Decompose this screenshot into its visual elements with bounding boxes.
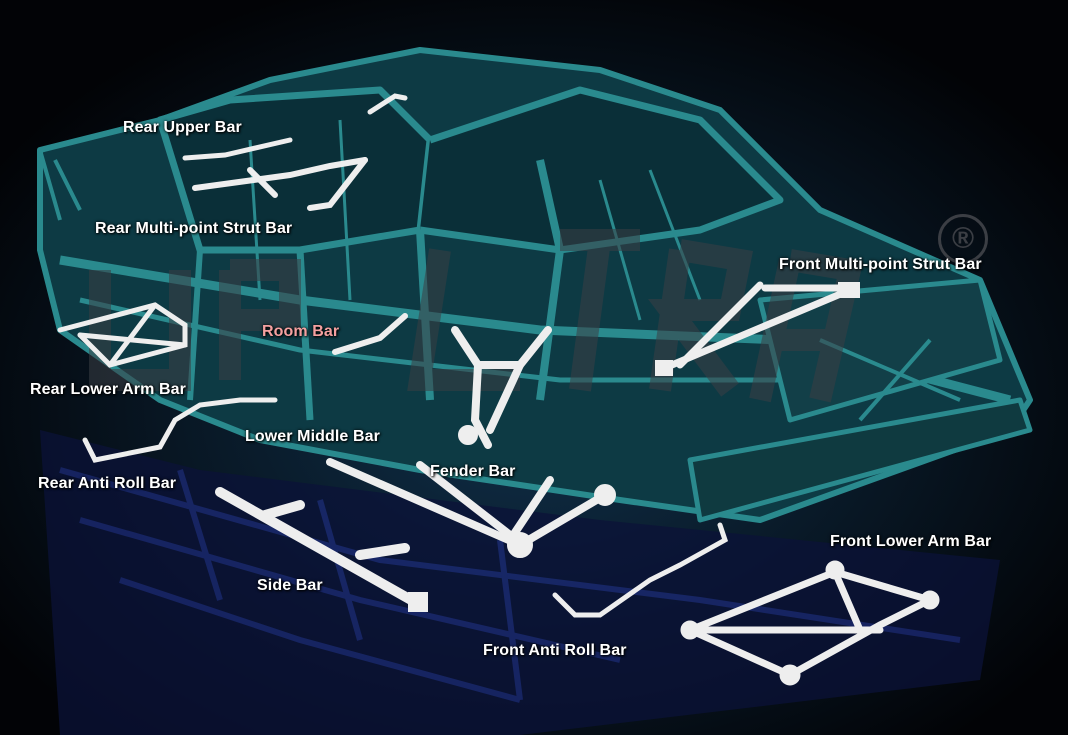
front-multipoint-strut-bar-part (655, 281, 860, 376)
side-bar-part (215, 487, 428, 612)
front-multipoint-strut-bar-label: Front Multi-point Strut Bar (779, 256, 982, 273)
front-lower-arm-bar-part (680, 560, 940, 686)
rear-upper-bar-label: Rear Upper Bar (123, 119, 242, 136)
fender-bar-label: Fender Bar (430, 463, 516, 480)
rear-upper-bar-part (182, 93, 408, 161)
rear-multipoint-strut-bar-label: Rear Multi-point Strut Bar (95, 220, 293, 237)
rear-multipoint-strut-bar-part (192, 157, 368, 211)
rear-anti-roll-bar-label: Rear Anti Roll Bar (38, 475, 177, 492)
front-anti-roll-bar-label: Front Anti Roll Bar (483, 642, 627, 659)
front-lower-arm-bar-label: Front Lower Arm Bar (830, 533, 992, 550)
side-bar-label: Side Bar (257, 577, 323, 594)
registered-trademark-icon: ® (938, 214, 988, 264)
rear-lower-arm-bar-part (57, 302, 188, 368)
rear-lower-arm-bar-label: Rear Lower Arm Bar (30, 381, 186, 398)
room-bar-part (332, 313, 408, 355)
room-bar-label: Room Bar (262, 323, 340, 340)
ultra-racing-watermark (89, 229, 864, 403)
rear-anti-roll-bar-part (82, 397, 278, 463)
lower-middle-bar-label: Lower Middle Bar (245, 428, 380, 445)
lower-middle-bar-part (326, 458, 616, 558)
fender-bar-part (451, 326, 552, 449)
front-anti-roll-bar-part (552, 522, 729, 618)
